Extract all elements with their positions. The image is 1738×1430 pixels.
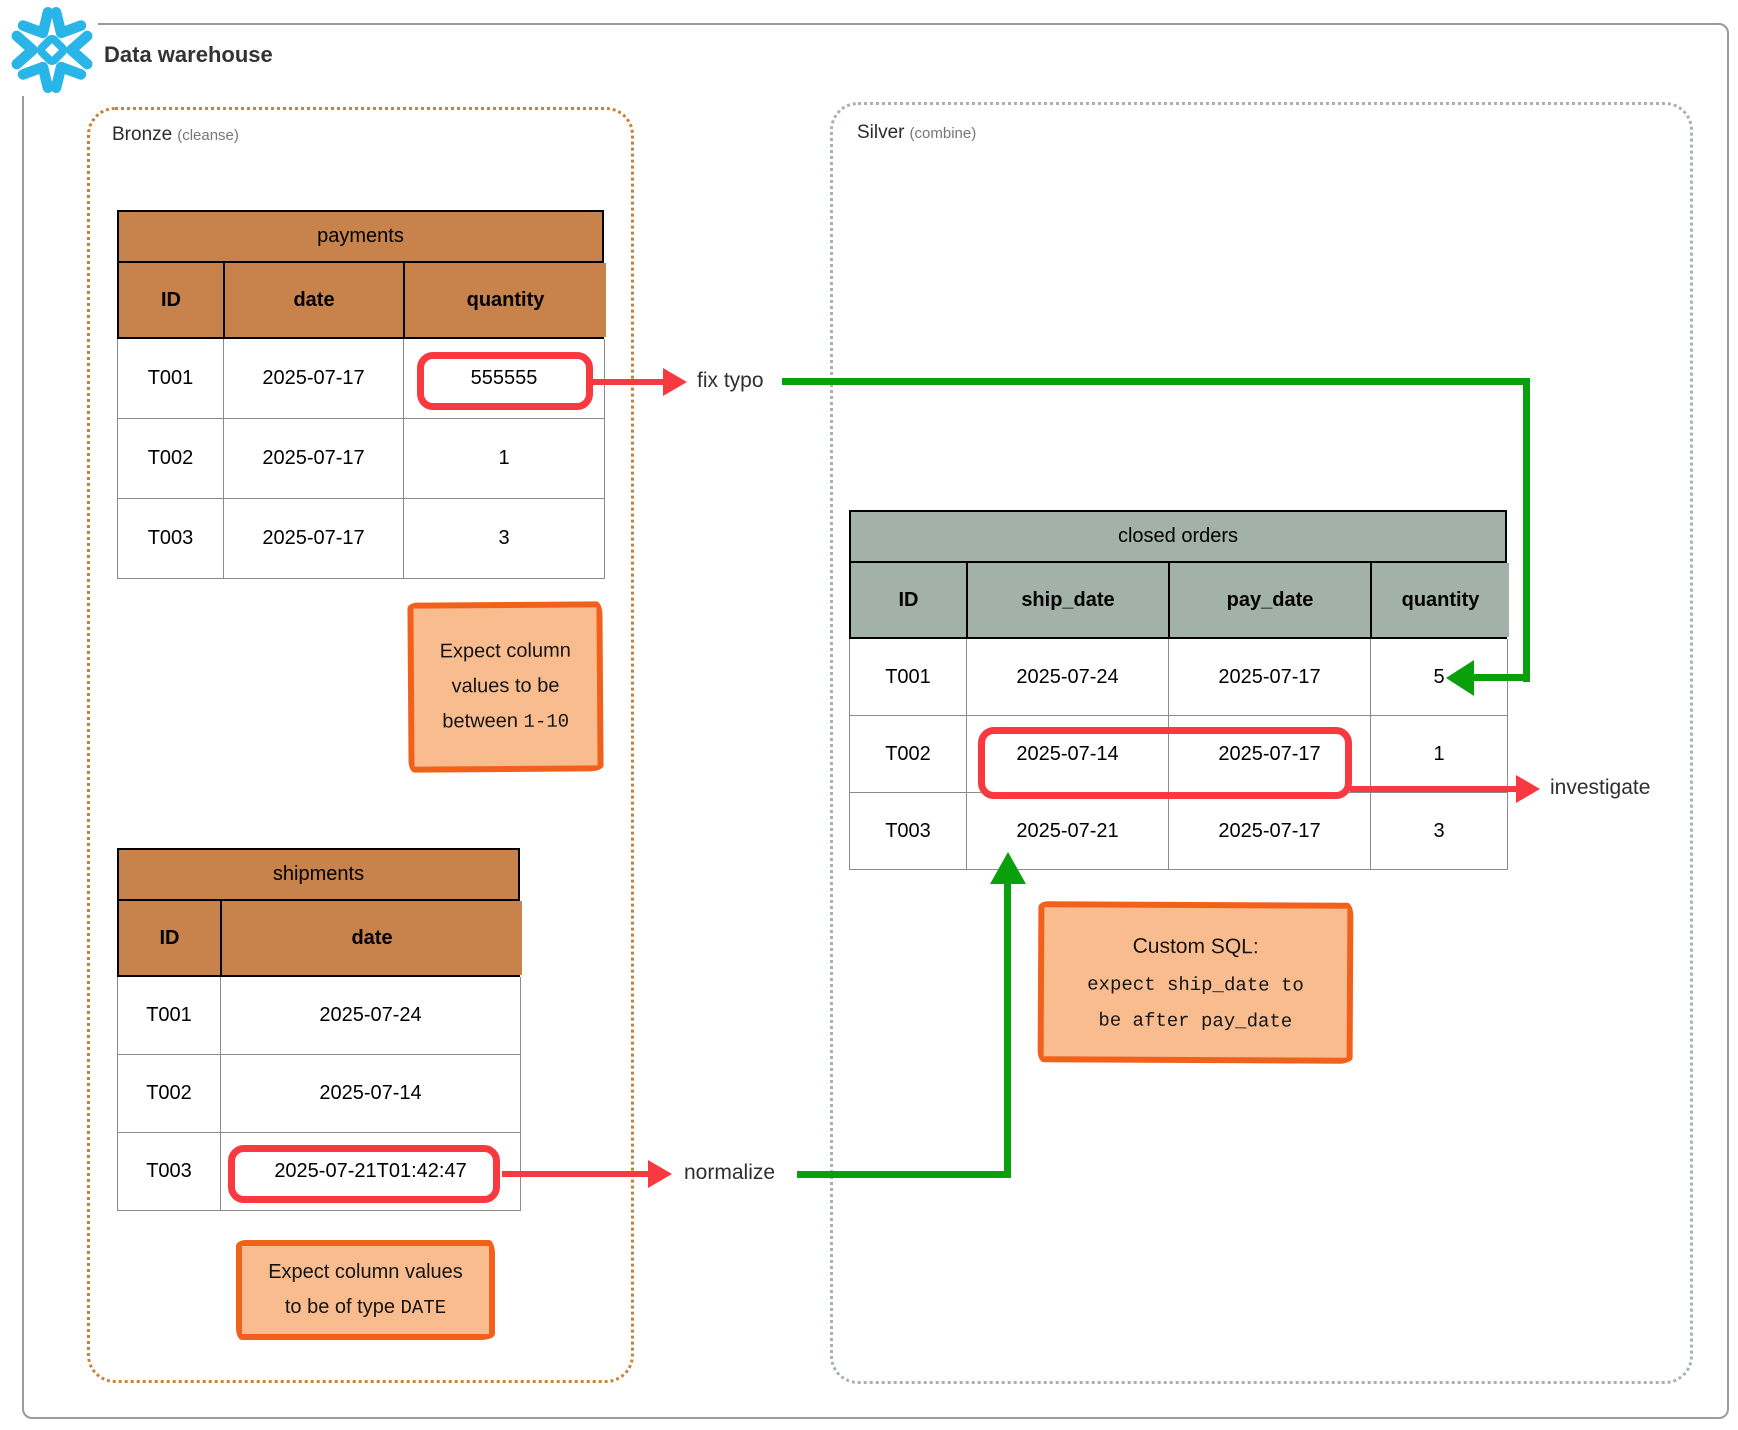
note-code-line: be after pay_date [1098, 1008, 1293, 1033]
fix-typo-label: fix typo [697, 369, 764, 392]
highlight-box-bad-date [228, 1145, 500, 1203]
payments-col-date: date [225, 263, 405, 337]
highlight-box-bad-quantity [417, 352, 593, 410]
highlight-box-suspect-dates [978, 727, 1352, 799]
payments-col-id: ID [119, 263, 225, 337]
cell: 2025-07-17 [1169, 639, 1371, 716]
shipments-col-date: date [222, 901, 522, 975]
expectation-note-type: Expect column values to be of type DATE [236, 1240, 495, 1340]
fix-typo-green-line-left [1474, 674, 1530, 681]
closed-orders-col-quantity: quantity [1372, 563, 1509, 637]
cell: 2025-07-24 [221, 977, 521, 1055]
bronze-zone-label: Bronze(cleanse) [112, 124, 239, 146]
silver-zone [830, 102, 1693, 1384]
data-warehouse-frame [22, 23, 1729, 1419]
bronze-zone [87, 107, 634, 1383]
snowflake-logo [6, 4, 98, 96]
note-line: to be of type DATE [285, 1290, 446, 1326]
normalize-green-line-up [1004, 884, 1011, 1178]
bronze-zone-name: Bronze [112, 124, 173, 145]
note-code: 1-10 [523, 710, 570, 733]
closed-orders-col-ship-date: ship_date [968, 563, 1170, 637]
payments-table-title: payments [117, 210, 604, 263]
investigate-arrowhead [1516, 775, 1540, 803]
note-line: Expect column values [268, 1260, 463, 1283]
payments-col-quantity: quantity [405, 263, 606, 337]
shipments-header-row: ID date [117, 901, 522, 977]
cell: T003 [118, 499, 224, 579]
note-line: between 1-10 [442, 704, 569, 741]
table-row: T001 2025-07-24 2025-07-17 5 [850, 639, 1508, 716]
silver-zone-label: Silver(combine) [857, 122, 976, 144]
fix-typo-green-line-down [1523, 378, 1530, 682]
cell: T003 [850, 793, 967, 870]
payments-header-row: ID date quantity [117, 263, 606, 339]
cell: T002 [118, 419, 224, 499]
cell: T002 [118, 1055, 221, 1133]
cell: 2025-07-24 [967, 639, 1169, 716]
table-row: T002 2025-07-17 1 [118, 419, 605, 499]
closed-orders-col-pay-date: pay_date [1170, 563, 1372, 637]
table-row: T002 2025-07-14 [118, 1055, 521, 1133]
cell: T003 [118, 1133, 221, 1211]
cell: 3 [404, 499, 605, 579]
table-row: T003 2025-07-17 3 [118, 499, 605, 579]
page-title: Data warehouse [104, 42, 273, 67]
expectation-note-custom-sql: Custom SQL: expect ship_date to be after… [1037, 901, 1354, 1064]
silver-zone-name: Silver [857, 122, 905, 143]
fix-typo-green-arrowhead [1446, 660, 1474, 696]
table-row: T001 2025-07-24 [118, 977, 521, 1055]
note-title: Custom SQL: [1132, 934, 1259, 958]
closed-orders-table: closed orders ID ship_date pay_date quan… [849, 510, 1509, 870]
cell: 1 [404, 419, 605, 499]
investigate-label: investigate [1550, 776, 1651, 799]
expectation-note-range: Expect column values to be between 1-10 [407, 601, 604, 773]
silver-zone-qualifier: (combine) [909, 125, 977, 142]
bronze-zone-qualifier: (cleanse) [177, 127, 239, 144]
shipments-table-title: shipments [117, 848, 520, 901]
cell: T001 [850, 639, 967, 716]
cell: 1 [1371, 716, 1508, 793]
fix-typo-green-line-top [782, 378, 1530, 385]
note-line: values to be [451, 674, 560, 698]
note-code-line: expect ship_date to [1087, 972, 1304, 997]
note-text: to be of type [284, 1295, 401, 1318]
note-text: between [442, 709, 524, 733]
cell: 2025-07-14 [221, 1055, 521, 1133]
fix-typo-arrow-line [593, 379, 663, 385]
closed-orders-header-row: ID ship_date pay_date quantity [849, 563, 1509, 639]
snowflake-icon [11, 7, 93, 93]
closed-orders-col-id: ID [851, 563, 968, 637]
normalize-arrowhead [648, 1160, 672, 1188]
cell: 2025-07-17 [1169, 793, 1371, 870]
normalize-label: normalize [684, 1161, 776, 1184]
note-line: Expect column [439, 639, 571, 663]
investigate-arrow-line [1350, 786, 1516, 792]
normalize-green-arrowhead [990, 852, 1026, 884]
cell: T002 [850, 716, 967, 793]
table-row: T003 2025-07-21 2025-07-17 3 [850, 793, 1508, 870]
shipments-table: shipments ID date T001 2025-07-24 T002 2… [117, 848, 522, 1211]
shipments-col-id: ID [119, 901, 222, 975]
normalize-green-line-right [797, 1171, 1011, 1178]
cell: T001 [118, 977, 221, 1055]
cell: 2025-07-17 [224, 339, 404, 419]
fix-typo-arrowhead [663, 368, 687, 396]
cell: T001 [118, 339, 224, 419]
note-code: DATE [400, 1296, 447, 1319]
normalize-arrow-line [502, 1171, 648, 1177]
closed-orders-table-title: closed orders [849, 510, 1507, 563]
cell: 2025-07-17 [224, 419, 404, 499]
cell: 2025-07-17 [224, 499, 404, 579]
cell: 3 [1371, 793, 1508, 870]
